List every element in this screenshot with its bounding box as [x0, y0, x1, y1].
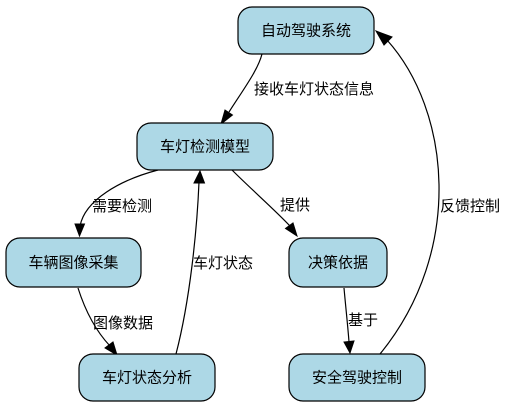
node-box — [5, 237, 142, 288]
node-light-detection-model: 车灯检测模型 — [136, 122, 274, 171]
node-label: 自动驾驶系统 — [261, 22, 351, 40]
node-box — [78, 353, 216, 402]
node-label: 车辆图像采集 — [28, 254, 118, 272]
edge-lightmodel-to-capture: 需要检测 — [74, 169, 159, 238]
arrowhead-icon — [193, 169, 206, 184]
arrowhead-icon — [220, 109, 234, 126]
edge-line — [228, 53, 263, 113]
edge-lightmodel-to-decision: 提供 — [231, 169, 310, 238]
node-label: 决策依据 — [308, 254, 368, 272]
edge-analysis-to-lightmodel: 车灯状态 — [175, 169, 253, 355]
node-box — [136, 122, 274, 171]
node-label: 车灯状态分析 — [102, 369, 192, 387]
edge-line — [343, 287, 350, 343]
edge-label-based-on: 基于 — [348, 311, 378, 329]
arrowhead-icon — [284, 222, 298, 238]
node-autodrive-system: 自动驾驶系统 — [237, 6, 375, 55]
arrowhead-icon — [374, 30, 393, 46]
node-box — [288, 353, 426, 402]
node-decision-basis: 决策依据 — [288, 237, 388, 288]
edge-line — [175, 181, 200, 355]
edge-label-need-detect: 需要检测 — [92, 197, 152, 215]
edge-decision-to-safedrive: 基于 — [343, 287, 378, 355]
arrowhead-icon — [74, 223, 86, 238]
edge-autodrive-to-lightmodel: 接收车灯状态信息 — [220, 53, 374, 126]
node-label: 车灯检测模型 — [160, 138, 250, 156]
node-light-status-analysis: 车灯状态分析 — [78, 353, 216, 402]
edge-line — [231, 169, 291, 227]
node-safe-drive-control: 安全驾驶控制 — [288, 353, 426, 402]
node-box — [288, 237, 388, 288]
node-box — [237, 6, 375, 55]
edge-line — [79, 169, 159, 227]
node-label: 安全驾驶控制 — [312, 369, 402, 387]
edge-line — [379, 39, 440, 355]
edge-label-light-status: 车灯状态 — [193, 254, 253, 272]
edge-label-receive-light-info: 接收车灯状态信息 — [254, 80, 374, 98]
edge-capture-to-analysis: 图像数据 — [77, 287, 153, 357]
node-vehicle-image-capture: 车辆图像采集 — [5, 237, 142, 288]
edge-label-feedback-control: 反馈控制 — [440, 197, 500, 215]
edge-line — [77, 287, 111, 347]
arrowhead-icon — [343, 340, 355, 355]
arrowhead-icon — [104, 341, 118, 357]
edge-label-image-data: 图像数据 — [93, 314, 153, 332]
edge-label-provide: 提供 — [280, 196, 310, 214]
edge-safedrive-to-autodrive: 反馈控制 — [374, 30, 500, 355]
